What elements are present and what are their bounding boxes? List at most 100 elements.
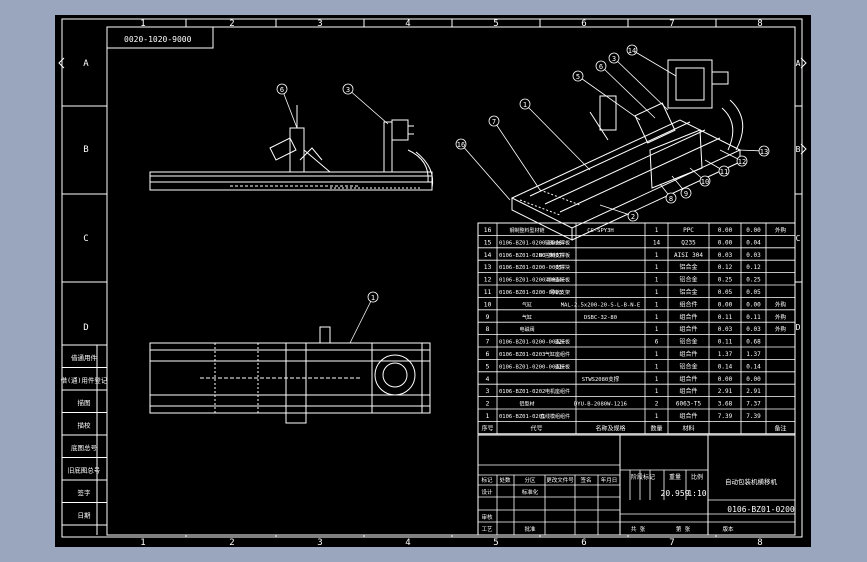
code-box-text: 0020-1020-9000 [124,35,192,44]
column-label-top: 8 [757,19,762,29]
side-view [149,105,434,191]
bom-item-unit-weight: 0.03 [718,326,733,333]
side-label: 日期 [78,512,92,520]
bom-item-total-weight: 0.00 [746,376,761,383]
title-block-label: 分区 [524,476,536,484]
bom-item-material: 组合件 [679,313,697,321]
bom-item-no: 14 [484,251,492,259]
bom-header-code: 代号 [530,424,542,432]
column-label-bottom: 2 [229,538,234,548]
balloon: 14 [626,44,677,77]
bom-item-name: NC控制支撑板 [539,252,570,259]
side-label: 签字 [78,488,92,497]
side-label: 借(通)用件登记 [61,376,108,385]
bom-item-note: 外购 [775,300,787,308]
column-label-bottom: 1 [140,538,145,548]
bom-item-qty: 1 [655,277,659,284]
bom-item-name: 直线模组组件 [540,413,570,420]
bom-item-unit-weight: 0.00 [718,239,733,246]
bom-item-no: 4 [486,375,490,383]
column-label-bottom: 6 [581,538,586,548]
bom-item-material: AISI 304 [674,252,703,259]
balloon-number: 12 [738,158,746,166]
title-block-label: 标记 [481,476,493,484]
balloon-number: 7 [492,118,496,126]
title-block-scale: 1:10 [687,489,706,498]
bom-item-note: 外购 [775,226,787,234]
title-block-sheet-label: 版本 [722,525,734,533]
bom-item-total-weight: 7.37 [746,401,761,408]
bom-item-code: 0106-BZ01-0200-0003 [499,290,562,296]
balloon: 12 [719,149,748,167]
title-block-label: 处数 [499,476,511,484]
bom-item-no: 8 [486,325,490,333]
row-label-left: B [83,145,88,155]
balloon-number: 16 [457,141,465,149]
bom-item-code: 0106-BZ01-0200-0007 [499,253,562,259]
bom-item-material: 铝合金 [679,362,697,370]
balloon: 9 [671,175,692,199]
column-label-bottom: 7 [669,538,674,548]
bom-item-code: 0106-BZ01-0200-0001 [499,364,562,370]
bom-item-spec: MAL-2.5x200-20-S-L-B-N-E [561,302,640,308]
balloon-number: 9 [684,190,688,198]
bom-item-material: Q235 [681,239,696,246]
balloon-number: 8 [669,195,673,203]
title-block-label: 更改文件号 [546,476,574,484]
side-label: 借通用件 [71,353,98,362]
bom-item-no: 1 [486,412,490,420]
balloon-number: 6 [280,86,284,94]
balloon-number: 1 [371,294,375,302]
bom-header-note: 备注 [774,424,786,432]
bom-item-unit-weight: 0.14 [718,363,733,370]
bom-item-code: 0106-BZ01-0201 [499,414,545,420]
title-block-label: 标准化 [522,488,539,496]
bom-item-no: 9 [486,313,490,321]
bom-item-no: 16 [484,226,492,234]
balloon: 1 [519,98,591,171]
bom-item-qty: 1 [655,252,659,259]
bom-header-no: 序号 [481,424,493,432]
column-label-top: 4 [405,19,410,29]
bom-header-qty: 数量 [650,424,662,432]
bom-item-unit-weight: 0.25 [718,277,733,284]
bom-item-code: 0106-BZ01-0203 [499,352,545,358]
row-label-right: B [796,145,801,154]
balloon: 6 [276,83,298,129]
column-label-bottom: 3 [317,538,322,548]
bom-item-qty: 6 [655,339,659,346]
bom-item-material: 6063-T5 [676,401,702,408]
bom-item-no: 2 [486,400,490,408]
row-label-right: D [796,323,801,332]
bom-item-total-weight: 0.05 [746,289,761,296]
bom-header-spec: 名称及规格 [595,424,625,432]
bom-item-total-weight: 2.91 [746,388,761,395]
side-label: 底图总号 [71,443,98,452]
bom-item-total-weight: 0.04 [746,239,761,246]
title-block-label: 签名 [580,476,591,484]
row-label-right: A [796,59,801,68]
side-label: 描校 [78,421,92,430]
bom-item-qty: 1 [655,351,659,358]
bom-item-name: 滑块连接板 [545,277,570,284]
code-box: 0020-1020-9000 [106,26,214,49]
title-block-weight: 20.959 [661,489,690,498]
bom-item-no: 6 [486,350,490,358]
balloon-number: 13 [760,148,768,156]
title-block-sheet-label: 共 张 [631,525,646,533]
title-block-scale-label: 比例 [691,473,703,481]
row-label-right: C [796,234,801,243]
row-label-left: D [83,323,88,333]
bom-item-unit-weight: 0.03 [718,252,733,259]
bom-item-unit-weight: 0.00 [718,301,733,308]
bom-item-total-weight: 0.25 [746,277,761,284]
